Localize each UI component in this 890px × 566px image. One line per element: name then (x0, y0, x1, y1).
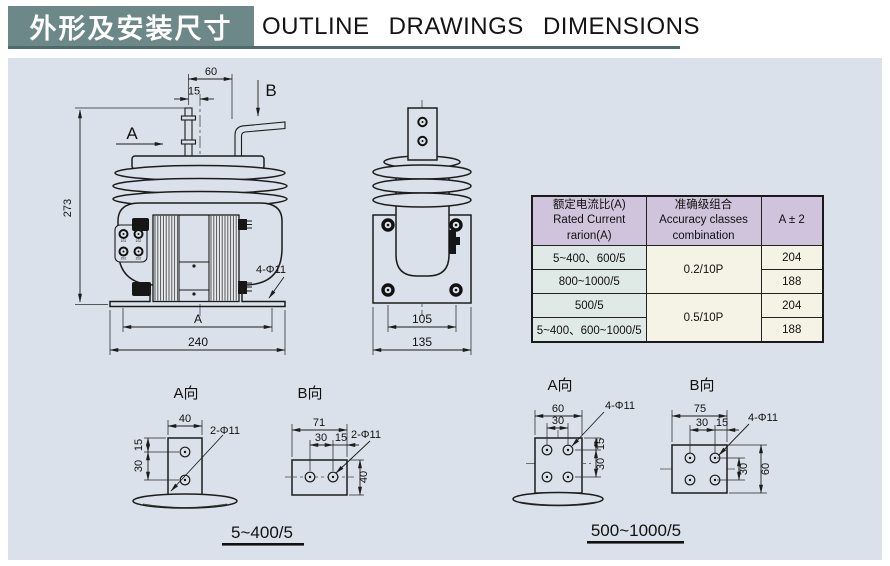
front-hole-note: 4-Φ11 (256, 264, 286, 276)
table-row: 5~400、600/5 0.2/10P 204 (531, 245, 824, 294)
title-underline (8, 46, 680, 49)
left-a-dim-width: 40 (179, 413, 191, 425)
small-view-left-b: B向 71 30 15 (285, 385, 381, 496)
accuracy-cell: 0.2/10P (645, 245, 762, 294)
caption-left: 5~400/5 (231, 523, 293, 542)
right-b-dim-top-holes: 30 (696, 417, 708, 429)
accuracy-cell: 0.5/10P (645, 293, 762, 343)
terminal-label-2s2: 2S2 (136, 257, 142, 261)
right-b-hole-note: 4-Φ11 (748, 412, 778, 424)
small-view-right-a: A向 60 (512, 377, 635, 507)
dim-base-span-a: A (194, 312, 202, 326)
col-header-accuracy-en1: Accuracy classes (659, 214, 748, 227)
col-header-rated-current-cn: 额定电流比(A) (552, 199, 626, 212)
col-header-accuracy: 准确级组合 Accuracy classes combination (645, 195, 762, 246)
left-a-dim-top: 15 (133, 439, 145, 451)
technical-drawing: 1S1 1S2 2S1 2S2 A B (62, 66, 778, 546)
small-view-left-a: A向 40 15 30 2-Φ (132, 385, 240, 509)
caption-left-underline (222, 543, 304, 546)
right-b-dim-width: 75 (694, 403, 706, 415)
caption-right: 500~1000/5 (591, 521, 681, 540)
dim-side-base-width: 135 (412, 335, 432, 349)
dim-top-offset: 60 (205, 66, 217, 78)
table-row: 800~1000/5 188 (531, 269, 824, 294)
page-title-chinese: 外形及安装尺寸 (8, 6, 254, 46)
terminal-label-1s1: 1S1 (121, 239, 127, 243)
left-b-hole-note: 2-Φ11 (351, 429, 381, 441)
col-header-accuracy-en2: combination (672, 229, 735, 242)
table-row: 5~400、600~1000/5 188 (531, 317, 824, 343)
terminal-label-2s1: 2S1 (121, 257, 127, 261)
right-a-dim-top-holes: 30 (552, 415, 564, 427)
page-title-english: OUTLINE DRAWINGS DIMENSIONS (262, 13, 700, 40)
right-a-dim-side-holes: 30 (595, 458, 607, 470)
a-dim-cell: 204 (760, 293, 824, 318)
table-row: 500/5 0.5/10P 204 (531, 293, 824, 343)
small-view-right-b: B向 75 30 (660, 377, 778, 494)
right-a-holes (541, 444, 574, 483)
left-b-dim-edge: 15 (335, 432, 347, 444)
front-view: 1S1 1S2 2S1 2S2 A B (62, 66, 288, 355)
right-a-title: A向 (547, 377, 572, 394)
col-header-accuracy-cn: 准确级组合 (674, 199, 733, 212)
ratio-cell: 800~1000/5 (531, 269, 647, 294)
dim-top-pin: 15 (188, 86, 200, 98)
page-title-chinese-text: 外形及安装尺寸 (29, 13, 233, 44)
view-arrow-b-label: B (265, 81, 276, 100)
left-a-dim-holes: 30 (133, 460, 145, 472)
right-b-dim-height: 60 (760, 463, 772, 475)
left-b-title: B向 (297, 385, 322, 402)
right-a-hole-note: 4-Φ11 (605, 400, 635, 412)
view-arrow-a-label: A (126, 124, 138, 143)
left-b-dim-height: 40 (358, 471, 370, 483)
drawing-panel: 1S1 1S2 2S1 2S2 A B (8, 58, 882, 560)
a-dim-cell: 204 (760, 245, 824, 270)
col-header-rated-current: 额定电流比(A) Rated Current rarion(A) (531, 195, 647, 246)
spec-table: 额定电流比(A) Rated Current rarion(A) 准确级组合 A… (531, 195, 824, 343)
right-b-title: B向 (689, 377, 714, 394)
col-header-rated-current-en2: rarion(A) (566, 229, 612, 242)
left-b-dim-holes: 30 (315, 432, 327, 444)
ratio-cell: 500/5 (531, 293, 647, 318)
terminal-label-1s2: 1S2 (136, 239, 142, 243)
dim-overall-height: 273 (62, 199, 74, 217)
left-a-title: A向 (173, 385, 198, 402)
right-a-dim-side-top: 15 (595, 438, 607, 450)
right-a-dim-width: 60 (552, 403, 564, 415)
right-b-dim-side-holes: 30 (738, 463, 750, 475)
a-dim-cell: 188 (760, 317, 824, 343)
right-b-dim-top-edge: 15 (716, 417, 728, 429)
right-b-holes (684, 452, 721, 486)
left-a-hole-note: 2-Φ11 (210, 425, 240, 437)
caption-right-underline (587, 541, 684, 544)
side-view: 105 135 (372, 100, 472, 355)
left-b-dim-width: 71 (313, 417, 325, 429)
col-header-rated-current-en1: Rated Current (553, 214, 626, 227)
dim-base-width: 240 (188, 335, 208, 349)
dim-bolt-span: 105 (412, 312, 432, 326)
ratio-cell: 5~400、600~1000/5 (531, 317, 647, 343)
col-header-a-dim: A ± 2 (760, 195, 824, 246)
ratio-cell: 5~400、600/5 (531, 245, 647, 270)
a-dim-cell: 188 (760, 269, 824, 294)
spec-table-header-row: 额定电流比(A) Rated Current rarion(A) 准确级组合 A… (531, 195, 824, 246)
